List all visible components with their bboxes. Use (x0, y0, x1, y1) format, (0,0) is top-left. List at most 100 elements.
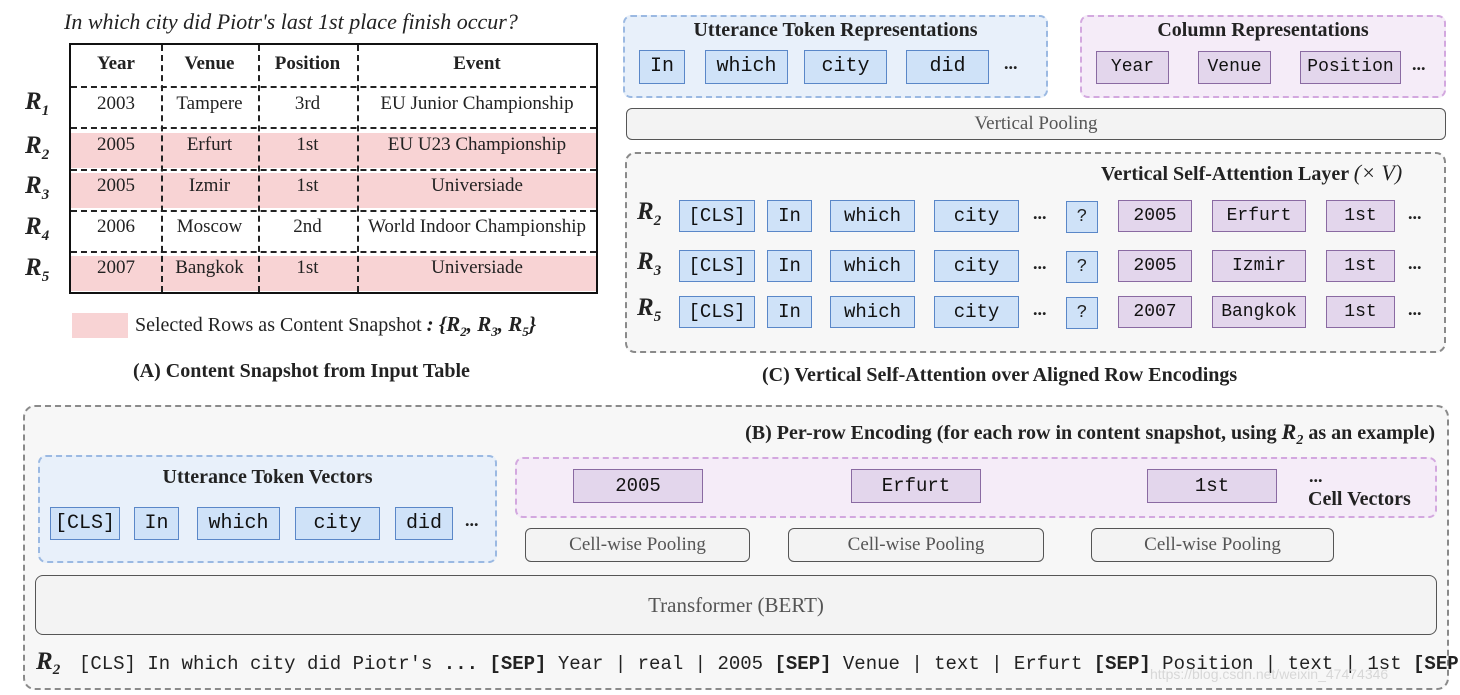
cell-wise-pooling-block: Cell-wise Pooling (788, 528, 1044, 562)
utterance-token: did (906, 50, 989, 84)
attention-row-token: In (767, 296, 812, 328)
cell-vector-token: 1st (1147, 469, 1277, 503)
utterance-vector-token: did (395, 507, 453, 540)
cell-vectors-title: Cell Vectors (1308, 488, 1411, 510)
table-cell: 2005 (97, 175, 135, 196)
attention-row-ellipsis: ... (1408, 299, 1422, 319)
row-highlight-r2 (71, 133, 596, 168)
column-representations-title: Column Representations (1157, 19, 1369, 41)
table-cell: Universiade (431, 257, 523, 278)
table-cell: Moscow (176, 216, 243, 237)
table-row-label: R4 (25, 213, 50, 244)
table-cell: Tampere (176, 93, 243, 114)
attention-row-token: which (830, 250, 915, 282)
attention-row-label: R2 (637, 198, 662, 229)
table-cell: 1st (296, 134, 319, 155)
attention-row-cell: 2005 (1118, 200, 1192, 232)
vertical-self-attention-region (625, 152, 1446, 353)
attention-row-token: which (830, 296, 915, 328)
attention-row-ellipsis: ... (1033, 253, 1047, 273)
legend-swatch (72, 313, 128, 338)
table-cell: 2nd (293, 216, 322, 237)
utterance-token: city (804, 50, 887, 84)
cell-vector-token: Erfurt (851, 469, 981, 503)
cell-wise-pooling-block: Cell-wise Pooling (525, 528, 750, 562)
sequence-segment: [SEP] (489, 653, 547, 675)
attention-row-token: In (767, 200, 812, 232)
sequence-segment: ... (432, 653, 490, 675)
attention-row-cell: Izmir (1212, 250, 1306, 282)
attention-row-ellipsis: ... (1033, 299, 1047, 319)
attention-row-cell: 1st (1326, 200, 1395, 232)
utterance-token-vectors-title: Utterance Token Vectors (162, 466, 373, 488)
row-highlight-r5 (71, 256, 596, 291)
attention-row-question-mark: ? (1066, 297, 1098, 329)
table-header-position: Position (274, 53, 341, 74)
vsa-title: Vertical Self-Attention Layer (× V) (1101, 160, 1403, 185)
column-ellipsis: ... (1412, 54, 1426, 74)
table-cell: World Indoor Championship (367, 216, 586, 237)
row-highlight-r3 (71, 173, 596, 208)
question-text: In which city did Piotr's last 1st place… (64, 9, 518, 34)
utterance-token: In (639, 50, 685, 84)
table-cell: Bangkok (175, 257, 244, 278)
column-token: Year (1096, 51, 1169, 84)
caption-c: (C) Vertical Self-Attention over Aligned… (762, 364, 1238, 386)
table-header-event: Event (453, 53, 501, 74)
table-cell: 3rd (294, 93, 321, 114)
watermark: https://blog.csdn.net/weixin_47474346 (1150, 666, 1389, 682)
table-header-venue: Venue (184, 53, 235, 74)
utterance-vector-token: [CLS] (50, 507, 120, 540)
column-token: Venue (1198, 51, 1271, 84)
sequence-segment: Year | real | 2005 (546, 653, 775, 675)
sequence-segment: [SEP] (1413, 653, 1460, 675)
sequence-segment: [CLS] In which city did Piotr's (78, 653, 433, 675)
attention-row-token: [CLS] (679, 296, 755, 328)
cell-vector-token: 2005 (573, 469, 703, 503)
attention-row-label: R5 (637, 294, 662, 325)
attention-row-token: city (934, 200, 1019, 232)
sequence-segment: [SEP] (774, 653, 832, 675)
utterance-token: which (705, 50, 788, 84)
table-cell: Universiade (431, 175, 523, 196)
attention-row-cell: 1st (1326, 250, 1395, 282)
sequence-segment: Position | text | 1st (1150, 653, 1414, 675)
sequence-segment: Venue | text | Erfurt (831, 653, 1094, 675)
column-token: Position (1300, 51, 1401, 84)
attention-row-token: [CLS] (679, 250, 755, 282)
utterance-vector-ellipsis: ... (465, 510, 479, 530)
table-cell: Izmir (188, 175, 231, 196)
table-cell: 2005 (97, 134, 135, 155)
utterance-vector-token: which (197, 507, 280, 540)
table-cell: 2003 (97, 93, 135, 114)
attention-row-cell: 1st (1326, 296, 1395, 328)
vertical-pooling-block: Vertical Pooling (626, 108, 1446, 140)
attention-row-cell: Bangkok (1212, 296, 1306, 328)
utterance-vector-token: city (295, 507, 380, 540)
input-sequence: R2 [CLS] In which city did Piotr's ... [… (36, 648, 1460, 679)
attention-row-ellipsis: ... (1408, 253, 1422, 273)
utterance-ellipsis: ... (1004, 53, 1018, 73)
attention-row-token: city (934, 296, 1019, 328)
attention-row-label: R3 (637, 248, 662, 279)
utterance-vector-token: In (134, 507, 179, 540)
attention-row-ellipsis: ... (1408, 203, 1422, 223)
transformer-bert-block: Transformer (BERT) (35, 575, 1437, 635)
attention-row-ellipsis: ... (1033, 203, 1047, 223)
table-cell: EU U23 Championship (387, 134, 567, 155)
attention-row-token: [CLS] (679, 200, 755, 232)
panel-b-title: (B) Per-row Encoding (for each row in co… (745, 419, 1435, 448)
caption-a: (A) Content Snapshot from Input Table (133, 360, 470, 382)
table-cell: 1st (296, 257, 319, 278)
attention-row-token: city (934, 250, 1019, 282)
table-cell: 2007 (97, 257, 135, 278)
table-row-label: R3 (25, 172, 50, 203)
table-cell: EU Junior Championship (380, 93, 574, 114)
table-row-label: R2 (25, 132, 50, 163)
table-cell: Erfurt (186, 134, 233, 155)
table-cell: 1st (296, 175, 319, 196)
utterance-token-representations-title: Utterance Token Representations (693, 19, 978, 41)
legend-text: Selected Rows as Content Snapshot : {R2,… (135, 312, 537, 340)
attention-row-question-mark: ? (1066, 201, 1098, 233)
